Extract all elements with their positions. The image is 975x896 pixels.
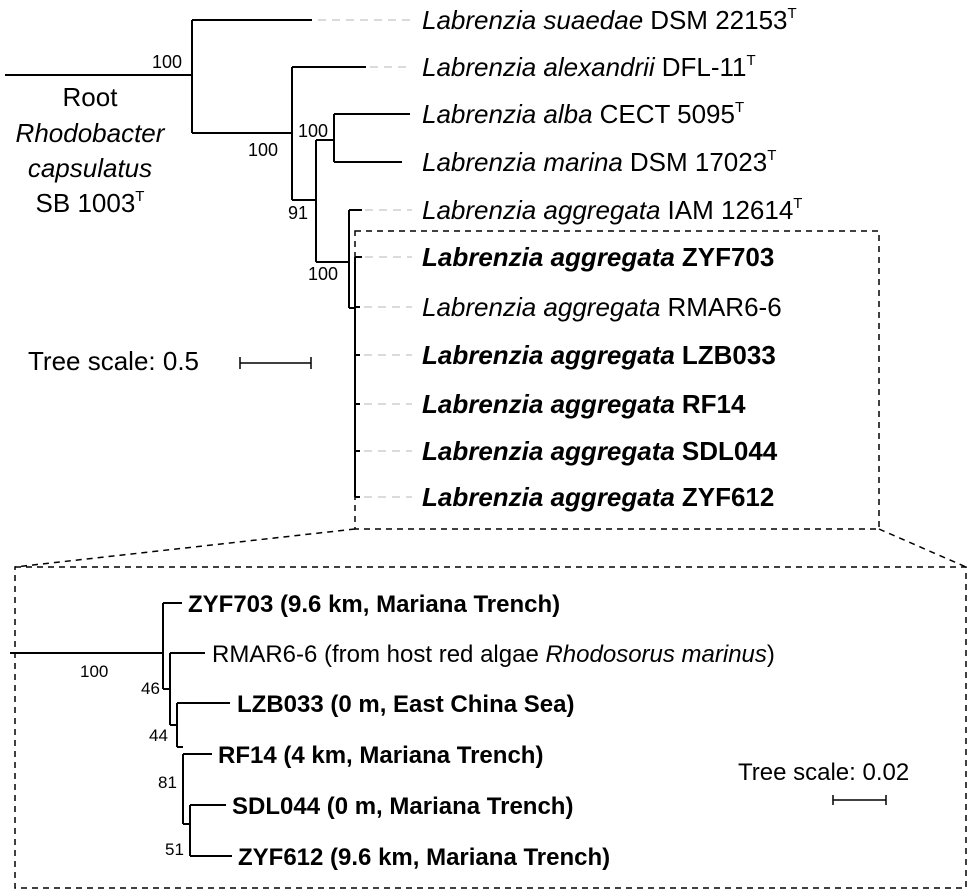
inset-taxon-rmar6-host: Rhodosorus marinus — [545, 641, 766, 668]
taxon-strain: IAM 12614 — [668, 195, 794, 225]
taxon-strain: RMAR6-6 — [668, 292, 782, 322]
root-label-line3: capsulatus — [28, 153, 152, 183]
inset-scale-bar: Tree scale: 0.02 — [738, 759, 909, 805]
bootstrap-value: 100 — [152, 52, 182, 72]
taxon-genus-species: Labrenzia aggregata — [422, 482, 675, 512]
taxon-strain: ZYF612 — [682, 482, 775, 512]
taxon-genus-species: Labrenzia aggregata — [422, 436, 675, 466]
inset-taxon-rf14: RF14 (4 km, Mariana Trench) — [218, 742, 543, 769]
zoom-connector-left — [14, 528, 356, 568]
taxon-genus-species: Labrenzia aggregata — [422, 195, 661, 225]
inset-taxon-sdl044: SDL044 (0 m, Mariana Trench) — [232, 793, 573, 820]
inset-taxon-zyf703: ZYF703 (9.6 km, Mariana Trench) — [188, 591, 560, 618]
taxon-genus-species: Labrenzia alexandrii — [422, 52, 656, 82]
taxon-strain: RF14 — [682, 389, 746, 419]
taxon-genus-species: Labrenzia marina — [422, 147, 623, 177]
root-label-line4: SB 1003T — [36, 188, 145, 218]
taxon-genus-species: Labrenzia aggregata — [422, 389, 675, 419]
taxon-strain: DSM 17023 — [630, 147, 767, 177]
taxon-genus-species: Labrenzia aggregata — [422, 340, 675, 370]
bootstrap-value: 91 — [288, 203, 308, 223]
bootstrap-value: 44 — [149, 726, 168, 745]
inset-bootstrap-values: 100 46 44 81 51 — [80, 662, 184, 859]
inset-box — [14, 566, 967, 889]
inset-taxon-rmar6-suffix: ) — [767, 641, 775, 668]
taxon-strain: DFL-11 — [662, 52, 747, 82]
root-label-line1: Root — [63, 82, 119, 112]
taxon-strain: SDL044 — [682, 436, 778, 466]
root-label-line2: Rhodobacter — [16, 118, 166, 148]
bootstrap-value: 81 — [158, 773, 177, 792]
leader-dashes — [318, 19, 412, 498]
type-strain-superscript: T — [767, 147, 776, 164]
inset-taxon-rmar6: RMAR6-6 (from host red algae Rhodosorus … — [212, 641, 775, 668]
taxon-genus-species: Labrenzia alba — [422, 99, 593, 129]
inset-tree-branches — [10, 602, 232, 857]
main-bootstrap-values: 100 100 100 91 100 — [152, 52, 338, 284]
bootstrap-value: 100 — [308, 264, 338, 284]
bootstrap-value: 46 — [141, 679, 160, 698]
highlight-box — [354, 230, 880, 530]
type-strain-superscript: T — [135, 188, 144, 205]
taxon-strain: LZB033 — [682, 340, 776, 370]
type-strain-superscript: T — [788, 5, 797, 22]
taxon-genus-species: Labrenzia suaedae — [422, 5, 643, 35]
taxon-strain: DSM 22153 — [650, 5, 787, 35]
type-strain-superscript: T — [735, 99, 744, 116]
type-strain-superscript: T — [747, 52, 756, 69]
bootstrap-value: 100 — [80, 662, 108, 681]
taxon-genus-species: Labrenzia aggregata — [422, 292, 661, 322]
inset-scale-label: Tree scale: 0.02 — [738, 759, 909, 786]
bootstrap-value: 100 — [248, 140, 278, 160]
taxon-genus-species: Labrenzia aggregata — [422, 242, 675, 272]
zoom-callout — [14, 230, 967, 889]
taxon-strain: ZYF703 — [682, 242, 775, 272]
bootstrap-value: 51 — [165, 840, 184, 859]
inset-taxon-zyf612: ZYF612 (9.6 km, Mariana Trench) — [238, 844, 610, 871]
root-strain: SB 1003 — [36, 188, 136, 218]
main-scale-label: Tree scale: 0.5 — [28, 346, 199, 376]
main-scale-bar: Tree scale: 0.5 — [28, 346, 312, 376]
bootstrap-value: 100 — [298, 121, 328, 141]
type-strain-superscript: T — [793, 195, 802, 212]
inset-taxon-lzb033: LZB033 (0 m, East China Sea) — [237, 691, 574, 718]
zoom-connector-right — [878, 528, 967, 568]
root-label: Root Rhodobacter capsulatus SB 1003T — [16, 82, 166, 218]
taxon-strain: CECT 5095 — [600, 99, 735, 129]
inset-taxa-labels: ZYF703 (9.6 km, Mariana Trench) RMAR6-6 … — [188, 591, 775, 871]
inset-taxon-rmar6-text: RMAR6-6 (from host red algae — [212, 641, 545, 668]
